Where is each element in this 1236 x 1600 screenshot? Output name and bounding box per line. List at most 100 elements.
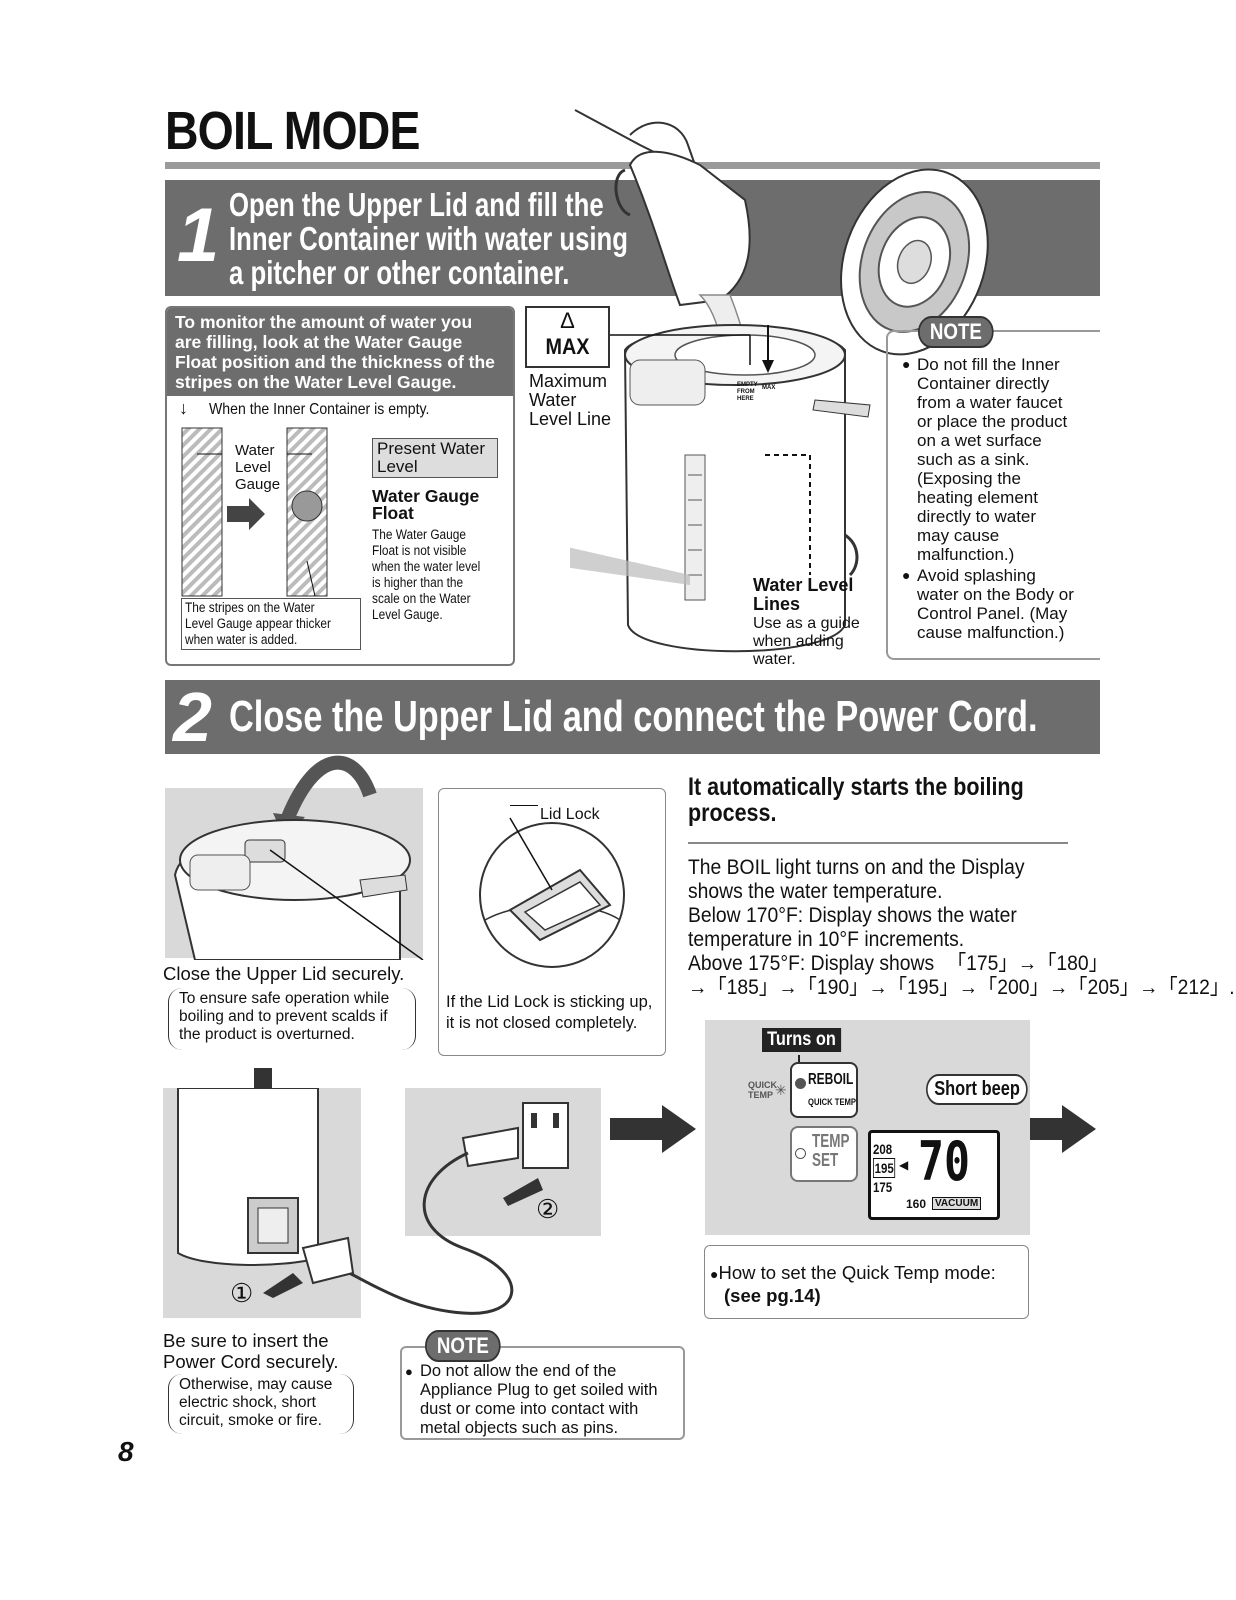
vacuum-label: VACUUM [932, 1197, 982, 1210]
step2-number: 2 [173, 678, 212, 756]
step2-text: Close the Upper Lid and connect the Powe… [229, 692, 1038, 741]
quick-temp-btn-label: QUICK TEMP [808, 1097, 857, 1107]
stripes-note-line: Level Gauge appear thicker [185, 616, 331, 631]
present-level-line: Level [377, 457, 418, 476]
float-desc-line: scale on the Water [372, 591, 471, 606]
water-monitor-box: To monitor the amount of water you are f… [165, 306, 515, 666]
auto-heading-line: process. [688, 799, 777, 827]
quick-temp-note-text: How to set the Quick Temp mode: [718, 1262, 996, 1283]
max-caption-line: Water [529, 390, 577, 410]
max-caption-line: Maximum [529, 371, 608, 391]
sparkle-icon: ✳ [775, 1082, 787, 1098]
sequence-value: 「180」 [1037, 952, 1108, 975]
note-line: dust or come into contact with [420, 1400, 639, 1418]
pot-empty-label: EMPTY FROM HERE [737, 382, 758, 403]
quick-temp-line: TEMP [748, 1090, 774, 1100]
down-arrow-icon: ↓ [179, 398, 188, 418]
cord-caption-line: Power Cord securely. [163, 1351, 339, 1372]
stripes-note-line: The stripes on the Water [185, 600, 315, 615]
lid-lock-note-line: it is not closed completely. [446, 1014, 638, 1032]
desc-line: The BOIL light turns on and the Display [688, 856, 1025, 879]
close-sub-line: To ensure safe operation while [179, 990, 390, 1007]
quick-temp-line: QUICK [748, 1080, 777, 1090]
lid-lock-illustration [479, 817, 625, 968]
step1-note-item: ● Avoid splashing water on the Body or C… [902, 566, 1074, 642]
pot-fill-illustration [570, 109, 989, 653]
reboil-light-icon [795, 1078, 806, 1089]
step1-text: Open the Upper Lid and fill the Inner Co… [229, 188, 628, 290]
bullet-icon: ● [902, 356, 911, 372]
water-level-gauge-label: Water Level Gauge [235, 442, 280, 493]
sequence-value: 「200」 [977, 976, 1049, 999]
step2-note-item: ● Do not allow the end of the Appliance … [405, 1362, 658, 1438]
note-line: may cause [917, 526, 1000, 545]
monitor-heading-line: To monitor the amount of water you [175, 312, 473, 332]
water-level-lines-title: Water Level Lines [753, 576, 853, 614]
max-line-box: Δ MAX [525, 306, 610, 368]
float-title-line: Float [372, 503, 414, 523]
auto-boil-heading: It automatically starts the boiling proc… [688, 774, 1024, 826]
note-line: Control Panel. (May [917, 604, 1068, 623]
quick-temp-page-ref[interactable]: (see pg.14) [724, 1285, 821, 1306]
sequence-end: . [1229, 976, 1235, 999]
bullet-icon: ● [405, 1364, 413, 1379]
note-line: Appliance Plug to get soiled with [420, 1381, 658, 1399]
boil-description: The BOIL light turns on and the Display … [688, 856, 1235, 1000]
short-beep-label: Short beep [926, 1074, 1029, 1105]
float-title-line: Water Gauge [372, 486, 480, 506]
water-level-desc-line: Use as a guide [753, 615, 860, 632]
close-sub-line: the product is overturned. [179, 1026, 355, 1043]
note-line: metal objects such as pins. [420, 1419, 619, 1437]
temp-set-line: SET [812, 1150, 839, 1170]
float-desc-line: The Water Gauge [372, 527, 466, 542]
cord-subnote: Otherwise, may cause electric shock, sho… [168, 1374, 354, 1434]
lid-lock-note: If the Lid Lock is sticking up, it is no… [446, 992, 652, 1034]
step1-text-line: a pitcher or other container. [229, 254, 570, 291]
gauge-label-line: Level [235, 459, 271, 476]
sequence-arrow: → [1048, 976, 1069, 999]
lcd-temperature-value: 70 [918, 1130, 971, 1193]
page-number: 8 [118, 1436, 134, 1467]
present-water-level-label: Present Water Level [372, 438, 498, 478]
max-triangle-icon: Δ [560, 308, 575, 333]
reboil-label: REBOIL [808, 1071, 854, 1088]
water-gauge-float-desc: The Water Gauge Float is not visible whe… [372, 527, 480, 623]
auto-heading-line: It automatically starts the boiling [688, 773, 1024, 801]
cord-sub-line: circuit, smoke or fire. [179, 1412, 322, 1429]
note-line: Avoid splashing [917, 566, 1036, 585]
desc-line: temperature in 10°F increments. [688, 928, 965, 951]
reboil-button[interactable] [790, 1062, 858, 1118]
right-arrow-icon [1062, 1105, 1096, 1153]
bullet-icon: ● [902, 567, 911, 583]
note-line: (Exposing the [917, 469, 1021, 488]
temp-set-button[interactable] [790, 1126, 858, 1182]
pointer-left-icon: ◀ [899, 1158, 909, 1172]
close-lid-subnote: To ensure safe operation while boiling a… [168, 988, 416, 1050]
monitor-heading-line: are filling, look at the Water Gauge [175, 332, 463, 352]
scale-value: 208 [873, 1141, 893, 1157]
scale-value-selected: 195 [873, 1158, 896, 1178]
monitor-heading-line: Float position and the thickness of the [175, 352, 495, 372]
lid-lock-note-line: If the Lid Lock is sticking up, [446, 993, 653, 1011]
quick-temp-note-box [704, 1245, 1029, 1319]
note-line: or place the product [917, 412, 1068, 431]
note-line: Do not fill the Inner [917, 355, 1060, 374]
page-title: BOIL MODE [165, 101, 420, 161]
cord-caption: Be sure to insert the Power Cord securel… [163, 1330, 338, 1372]
max-label: MAX [545, 334, 590, 359]
max-caption-line: Level Line [529, 409, 612, 429]
desc-line: Below 170°F: Display shows the water [688, 904, 1017, 927]
desc-line: Above 175°F: Display shows [688, 952, 935, 975]
circle-1-icon: ① [230, 1278, 254, 1308]
lid-lock-leader [510, 805, 538, 806]
float-desc-line: is higher than the [372, 575, 464, 590]
note-line: such as a sink. [917, 450, 1030, 469]
present-level-line: Present Water [377, 439, 486, 458]
float-desc-line: Level Gauge. [372, 607, 443, 622]
step1-text-line: Inner Container with water using [229, 220, 629, 257]
note-line: malfunction.) [917, 545, 1015, 564]
stripes-note: The stripes on the Water Level Gauge app… [181, 598, 361, 650]
step1-note-badge: NOTE [918, 316, 994, 348]
cord-sub-line: Otherwise, may cause [179, 1376, 333, 1393]
turns-on-label: Turns on [762, 1028, 841, 1052]
